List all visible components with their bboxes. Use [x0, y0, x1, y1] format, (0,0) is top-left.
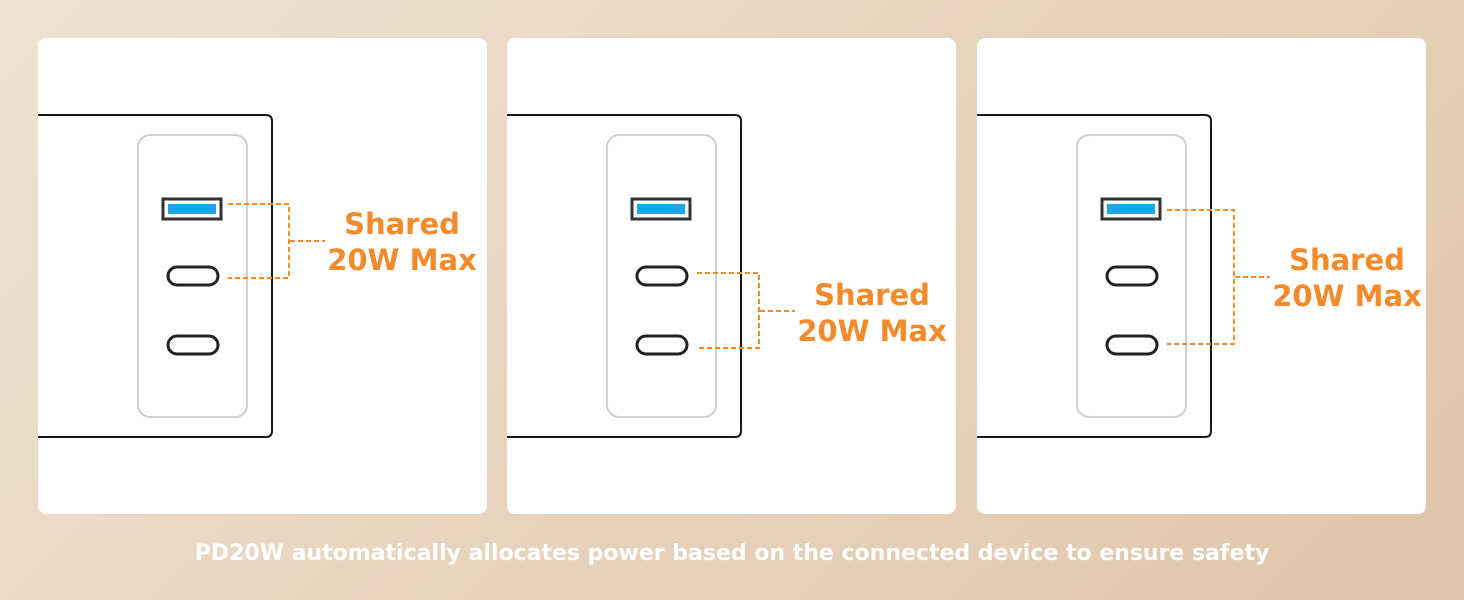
shared-20w-label: Shared 20W Max [320, 206, 484, 278]
port-faceplate [1076, 134, 1187, 418]
usb-c-port-1-icon [1105, 265, 1159, 287]
usb-a-port-icon [161, 197, 223, 221]
usb-c-port-2-icon [635, 334, 689, 356]
charger-diagram [507, 114, 795, 438]
shared-20w-label: Shared 20W Max [790, 277, 954, 349]
shared-label-line1: Shared [344, 207, 460, 241]
charger-body [977, 114, 1212, 438]
panel-usb-a-and-usb-c-2: Shared 20W Max [977, 38, 1426, 514]
shared-label-line2: 20W Max [1272, 279, 1422, 313]
charger-diagram [977, 114, 1270, 438]
charger-body [507, 114, 742, 438]
usb-c-port-1-icon [166, 265, 220, 287]
usb-c-port-2-icon [166, 334, 220, 356]
shared-label-line2: 20W Max [797, 314, 947, 348]
footer-caption: PD20W automatically allocates power base… [194, 541, 1270, 566]
shared-label-line2: 20W Max [327, 243, 477, 277]
usb-a-port-icon [630, 197, 692, 221]
usb-a-port-icon [1100, 197, 1162, 221]
usb-c-port-1-icon [635, 265, 689, 287]
charger-diagram [38, 114, 325, 438]
usb-c-port-2-icon [1105, 334, 1159, 356]
shared-20w-label: Shared 20W Max [1265, 242, 1426, 314]
shared-label-line1: Shared [814, 278, 930, 312]
shared-power-connector [1167, 209, 1270, 345]
shared-label-line1: Shared [1289, 243, 1405, 277]
panel-usb-a-and-usb-c-1: Shared 20W Max [38, 38, 487, 514]
panel-usb-c-1-and-usb-c-2: Shared 20W Max [507, 38, 956, 514]
charger-body [38, 114, 273, 438]
shared-power-connector [697, 272, 795, 349]
port-faceplate [137, 134, 248, 418]
shared-power-connector [228, 203, 325, 279]
port-faceplate [606, 134, 717, 418]
